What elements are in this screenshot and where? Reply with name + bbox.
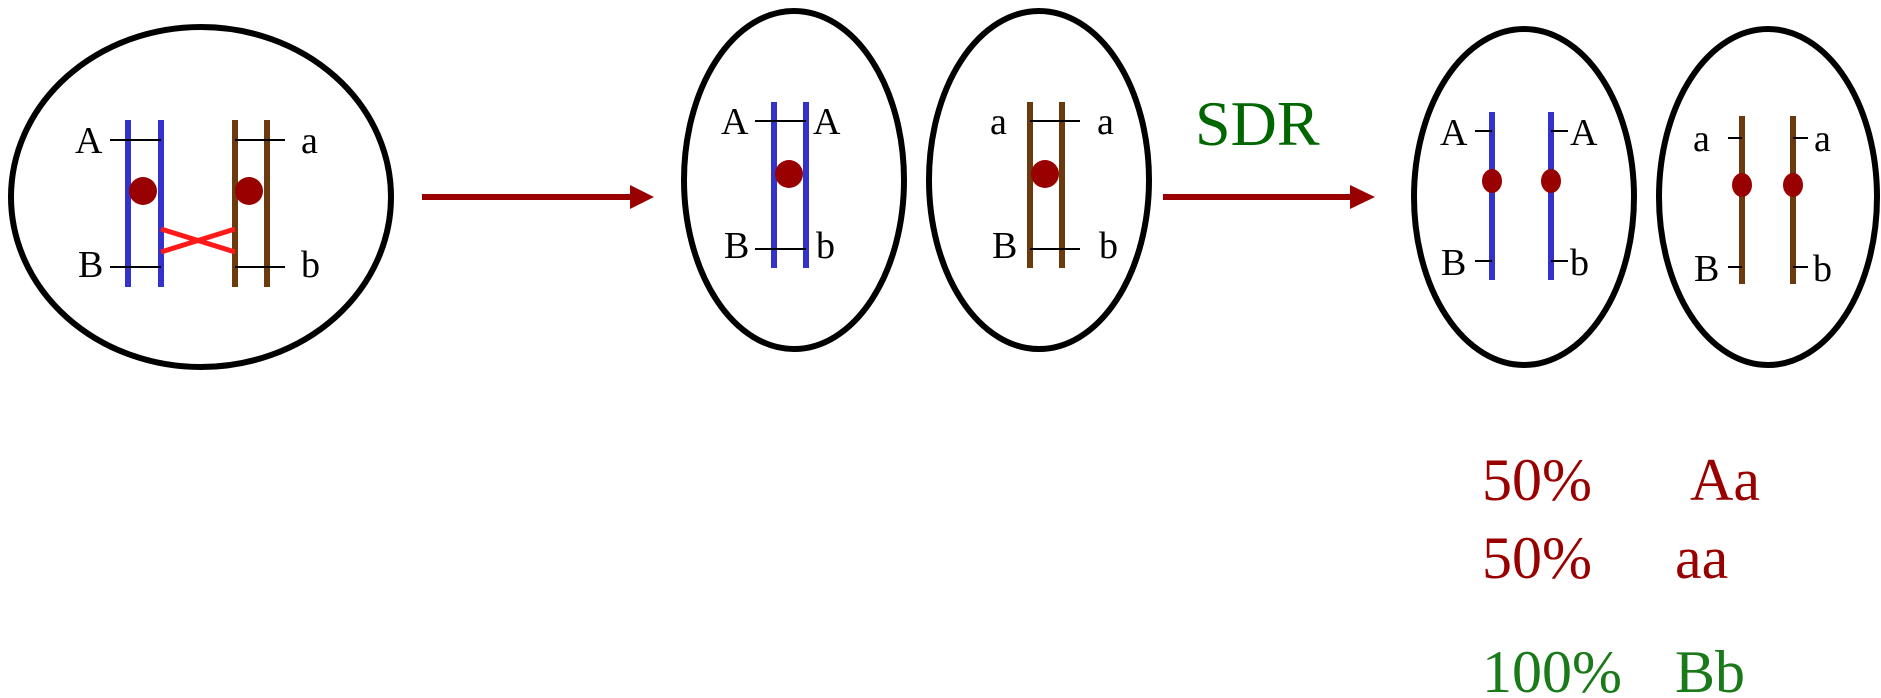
centromere <box>1482 169 1502 193</box>
allele-label: b <box>1099 225 1118 267</box>
dyad-cell-outline <box>926 8 1152 352</box>
result-percent: 50% <box>1482 525 1592 591</box>
product-cell-outline <box>1411 26 1637 368</box>
centromere <box>1031 160 1059 188</box>
centromere <box>1732 173 1752 197</box>
allele-label: B <box>724 225 749 267</box>
arrow-1 <box>422 185 654 209</box>
allele-label: b <box>1813 248 1832 290</box>
centromere <box>1541 169 1561 193</box>
allele-label: a <box>990 101 1007 143</box>
sdr-label: SDR <box>1195 88 1320 159</box>
centromere <box>775 160 803 188</box>
allele-label: B <box>1694 248 1719 290</box>
allele-label: A <box>1570 112 1598 154</box>
product-cell-brown: a a B b <box>1656 26 1880 368</box>
allele-label: A <box>813 101 841 143</box>
centromere <box>235 177 263 205</box>
allele-label: a <box>1693 118 1710 160</box>
allele-label: B <box>1441 242 1466 284</box>
allele-label: A <box>721 101 749 143</box>
dyad-cell-outline <box>681 8 907 352</box>
result-genotype: Aa <box>1690 447 1760 513</box>
result-percent: 100% <box>1482 639 1622 698</box>
arrow-head-icon <box>630 185 654 209</box>
allele-label: a <box>1814 118 1831 160</box>
product-cell-outline <box>1656 26 1880 368</box>
genotype-results: 50% Aa 50% aa 100% Bb <box>1482 447 1760 698</box>
result-percent: 50% <box>1482 447 1592 513</box>
centromere <box>129 177 157 205</box>
result-genotype: aa <box>1675 525 1728 591</box>
arrow-head-icon <box>1350 185 1375 209</box>
allele-label: A <box>75 120 103 162</box>
allele-label: b <box>1570 242 1589 284</box>
dyad-cell-brown: a a B b <box>926 8 1152 352</box>
crossover-line <box>160 226 236 255</box>
allele-label: a <box>1097 101 1114 143</box>
dyad-cell-blue: A A B b <box>681 8 907 352</box>
allele-label: a <box>301 120 318 162</box>
arrow-2 <box>1163 185 1375 209</box>
product-cell-blue: A A B b <box>1411 26 1637 368</box>
allele-label: B <box>78 244 103 286</box>
allele-label: B <box>992 225 1017 267</box>
allele-label: b <box>816 225 835 267</box>
allele-label: b <box>301 244 320 286</box>
result-genotype: Bb <box>1675 639 1745 698</box>
centromere <box>1783 173 1803 197</box>
parent-cell-outline <box>8 24 394 370</box>
allele-label: A <box>1440 112 1468 154</box>
parent-cell: A B a b <box>8 24 394 370</box>
